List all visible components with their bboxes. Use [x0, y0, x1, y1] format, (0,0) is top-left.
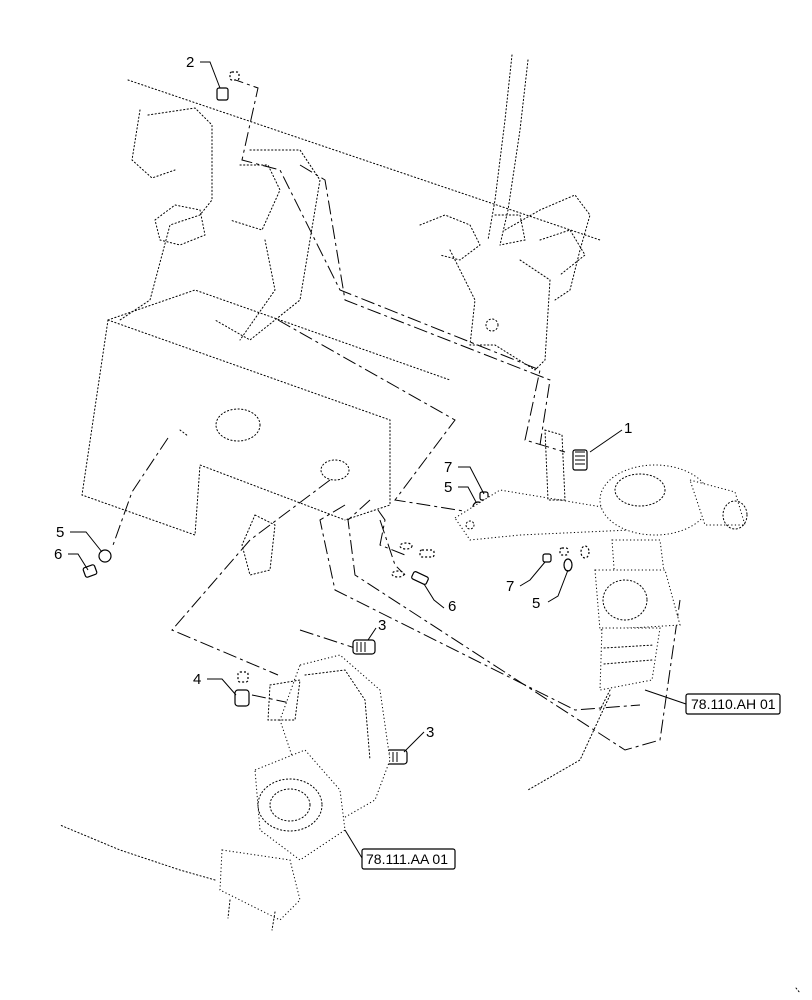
- callout-3-lower: 3: [403, 724, 434, 753]
- callout-4: 4: [193, 671, 237, 696]
- callout-label-1: 1: [624, 420, 632, 437]
- callout-7-mid: 7: [444, 459, 485, 495]
- pedal-bracket: [419, 54, 591, 371]
- leader-lines: [111, 77, 681, 756]
- nut-part-4: [234, 671, 250, 707]
- washer-screw-left: [82, 549, 112, 578]
- corner-mark: [795, 987, 801, 994]
- callout-label-7-right: 7: [506, 578, 514, 595]
- bolt-part-3-upper: [352, 639, 376, 655]
- callout-3-upper: 3: [367, 617, 386, 641]
- nut-part-2: [216, 71, 240, 101]
- frame-housing: [81, 79, 601, 576]
- washer-nut-right: [542, 545, 590, 572]
- screw-part-6: [391, 542, 435, 585]
- callout-label-5-right: 5: [532, 595, 540, 612]
- callout-2: 2: [186, 54, 221, 89]
- callout-5-left: 5: [56, 524, 103, 553]
- callout-label-2: 2: [186, 54, 194, 71]
- callout-label-6-left: 6: [54, 546, 62, 563]
- reference-box-left[interactable]: 78.111.AA 01: [344, 829, 456, 870]
- callout-label-5-left: 5: [56, 524, 64, 541]
- valve-assembly-left: [59, 654, 391, 931]
- callout-label-4: 4: [193, 671, 201, 688]
- callout-label-7-mid: 7: [444, 459, 452, 476]
- callout-6-left: 6: [54, 546, 89, 571]
- reference-label-left: 78.111.AA 01: [366, 851, 448, 867]
- callout-label-3-lower: 3: [426, 724, 434, 741]
- callout-label-5-mid: 5: [444, 479, 452, 496]
- callout-6-mid: 6: [423, 583, 456, 615]
- callout-1: 1: [589, 420, 632, 453]
- callout-7-right: 7: [506, 561, 546, 595]
- bolt-part-1: [572, 449, 588, 471]
- callout-5-mid: 5: [444, 479, 477, 503]
- callout-label-6-mid: 6: [448, 598, 456, 615]
- callout-label-3-upper: 3: [378, 617, 386, 634]
- mid-bracket-plate: [454, 429, 631, 541]
- reference-box-right[interactable]: 78.110.AH 01: [644, 689, 781, 715]
- reference-label-right: 78.110.AH 01: [691, 696, 776, 712]
- callout-5-right: 5: [532, 569, 569, 612]
- hardware: [82, 71, 590, 765]
- valve-assembly-right: [527, 464, 748, 791]
